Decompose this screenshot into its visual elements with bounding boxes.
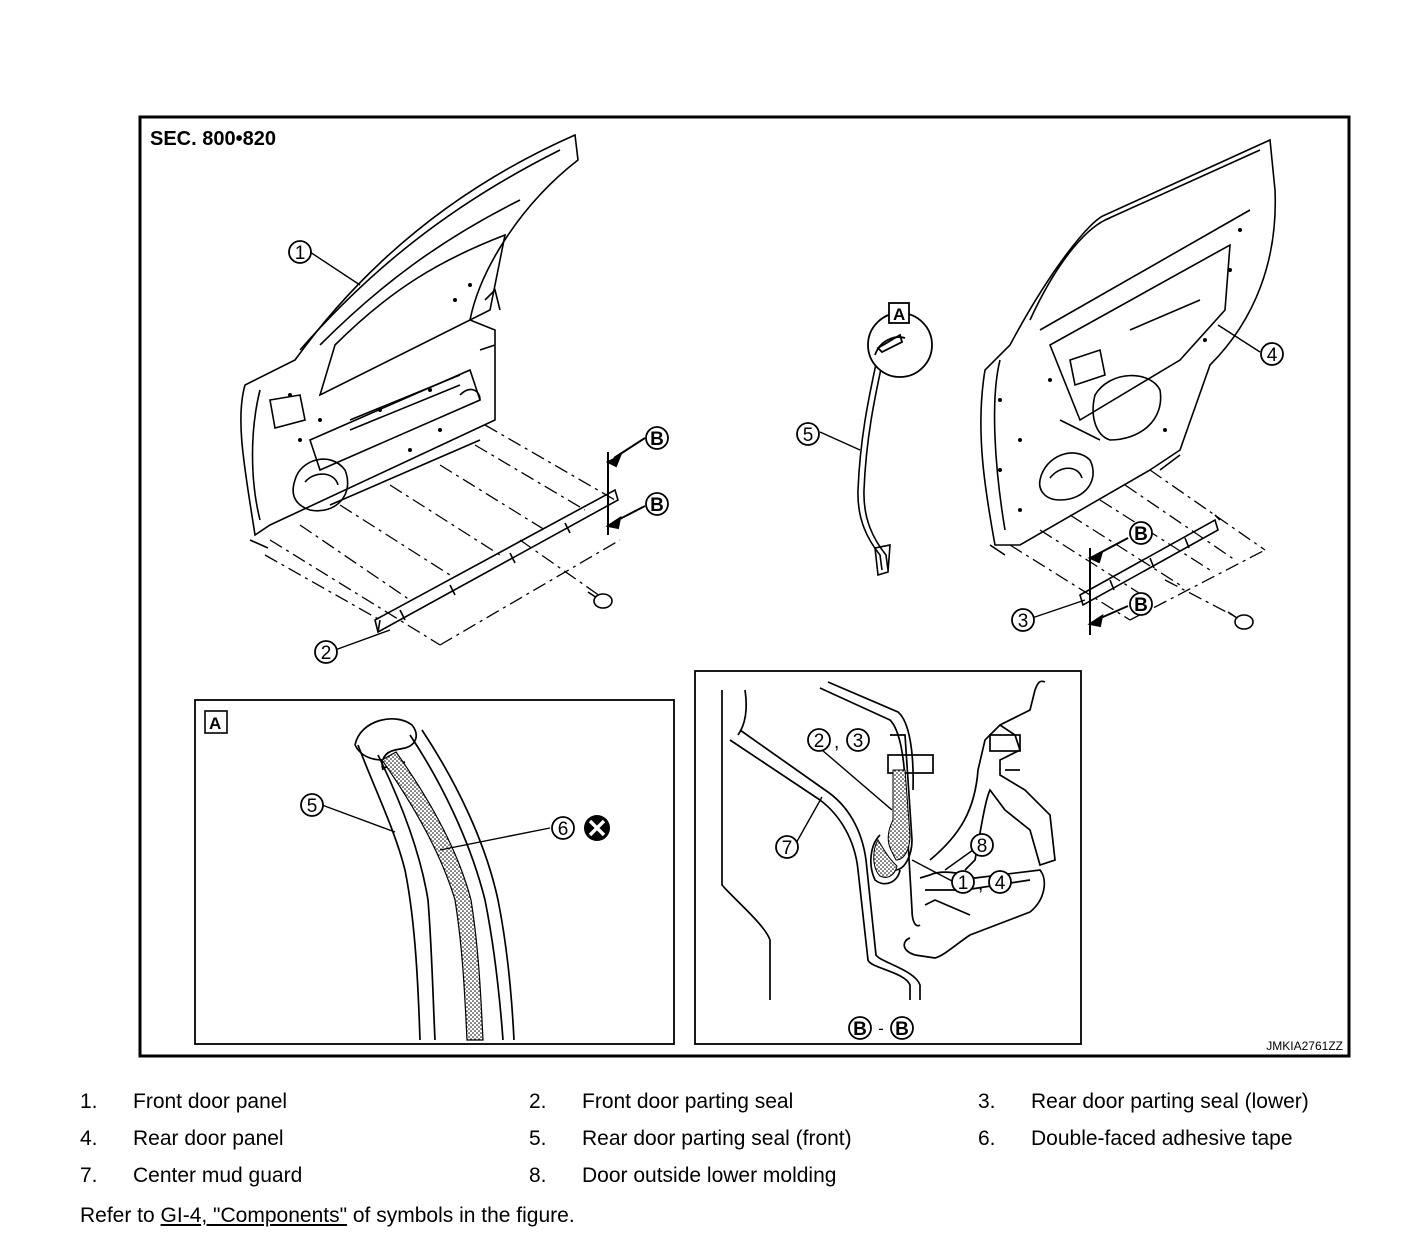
callout-1: 1: [288, 240, 312, 264]
callout-leaders: [309, 251, 1261, 882]
legend-label: Rear door parting seal (lower): [1031, 1090, 1309, 1113]
legend-number: 3.: [978, 1090, 996, 1113]
components-reference-link[interactable]: GI-4, "Components": [160, 1204, 348, 1227]
door-seal-diagram: SEC. 800•820: [138, 115, 1351, 1058]
rear-door-panel-drawing: [980, 138, 1277, 556]
svg-text:5: 5: [803, 425, 814, 446]
front-section-b-cut: [605, 437, 646, 535]
front-door-parting-seal-2: [374, 488, 619, 634]
svg-text:B: B: [895, 1019, 909, 1040]
svg-text:3: 3: [1018, 611, 1029, 632]
callout-4: 4: [1260, 342, 1284, 366]
legend-label: Rear door parting seal (front): [582, 1127, 852, 1150]
section-b-b-title: B - B: [848, 1016, 914, 1040]
legend-number: 2.: [529, 1090, 547, 1113]
svg-text:3: 3: [853, 731, 864, 752]
figure-frame: [138, 115, 1351, 1058]
legend-label: Front door parting seal: [582, 1090, 794, 1113]
callout-2-3-comma: ,: [834, 732, 839, 753]
legend-label: Door outside lower molding: [582, 1164, 837, 1187]
section-b-marker-rear-lower: B: [1129, 592, 1153, 616]
footnote-prefix: Refer to: [80, 1204, 161, 1227]
svg-text:1: 1: [958, 873, 969, 894]
callout-3-section-b: 3: [846, 728, 870, 752]
legend-number: 6.: [978, 1127, 996, 1150]
front-door-dots: [288, 283, 472, 452]
section-b-seal-hatch: [887, 769, 911, 861]
svg-text:6: 6: [558, 819, 569, 840]
figure-code: JMKIA2761ZZ: [1266, 1039, 1343, 1053]
svg-text:4: 4: [1267, 345, 1278, 366]
legend-row: 1. Front door panel 2. Front door parting …: [80, 1090, 1380, 1127]
rear-seal-projection-lines: [1009, 469, 1266, 621]
section-b-marker-front-lower: B: [645, 492, 669, 516]
callout-1-4-comma: ,: [978, 874, 983, 895]
svg-text:B: B: [1134, 595, 1148, 616]
svg-text:2: 2: [321, 643, 332, 664]
callout-3: 3: [1011, 608, 1035, 632]
legend-number: 7.: [80, 1164, 98, 1187]
legend-label: Rear door panel: [133, 1127, 284, 1150]
detail-a-box: [194, 699, 675, 1045]
callout-8-section-b: 8: [970, 833, 994, 857]
callout-2-section-b: 2: [807, 728, 831, 752]
callout-4-section-b: 4: [988, 870, 1012, 894]
detail-a-tape-hatch: [381, 751, 484, 1041]
rear-section-b-cut: [1087, 537, 1129, 635]
callout-2: 2: [314, 640, 338, 664]
front-seal-projection-lines: [264, 424, 621, 646]
detail-a-marker: A: [893, 305, 905, 324]
legend-number: 4.: [80, 1127, 98, 1150]
detail-a-box-marker: [204, 710, 228, 734]
section-b-marker-rear-upper: B: [1129, 521, 1153, 545]
svg-text:B: B: [650, 429, 664, 450]
front-door-panel-drawing: [240, 133, 579, 549]
symbols-footnote: Refer to GI-4, "Components" of symbols i…: [80, 1204, 575, 1228]
callout-5-detail-a: 5: [300, 793, 324, 817]
rear-door-dots: [998, 228, 1242, 512]
legend-row: 4. Rear door panel 5. Rear door parting se…: [80, 1127, 1380, 1164]
detail-a-seal-drawing: [354, 718, 515, 1041]
rear-door-parting-seal-front-5: [857, 354, 891, 577]
callout-7-section-b: 7: [775, 835, 799, 859]
svg-text:8: 8: [977, 836, 988, 857]
svg-text:5: 5: [307, 796, 318, 817]
callout-6-detail-a: 6: [551, 816, 575, 840]
section-label: SEC. 800•820: [150, 128, 276, 150]
front-clip-drawing: [587, 591, 613, 609]
svg-text:1: 1: [295, 243, 306, 264]
legend-label: Double-faced adhesive tape: [1031, 1127, 1293, 1150]
rear-clip-drawing: [1227, 611, 1254, 630]
legend-row: 7. Center mud guard 8. Door outside lower …: [80, 1164, 1380, 1201]
svg-text:B: B: [650, 495, 664, 516]
legend-label: Front door panel: [133, 1090, 288, 1113]
detail-a-box-label: A: [209, 714, 221, 733]
footnote-suffix: of symbols in the figure.: [347, 1204, 575, 1227]
svg-text:B: B: [853, 1019, 867, 1040]
legend-number: 5.: [529, 1127, 547, 1150]
svg-text:2: 2: [814, 731, 825, 752]
do-not-reuse-icon: [584, 815, 610, 841]
section-b-marker-front-upper: B: [645, 426, 669, 450]
detail-a-callout-circle: [867, 302, 933, 378]
callout-5: 5: [796, 422, 820, 446]
legend-number: 8.: [529, 1164, 547, 1187]
svg-text:-: -: [878, 1019, 884, 1038]
svg-text:B: B: [1134, 524, 1148, 545]
callout-1-section-b: 1: [951, 870, 975, 894]
svg-text:4: 4: [995, 873, 1006, 894]
svg-text:7: 7: [782, 838, 793, 859]
section-b-seal-hatch-lower: [873, 839, 898, 878]
parts-legend: 1. Front door panel 2. Front door parting …: [80, 1090, 1380, 1201]
legend-label: Center mud guard: [133, 1164, 303, 1187]
section-b-box: [694, 670, 1082, 1045]
legend-number: 1.: [80, 1090, 98, 1113]
